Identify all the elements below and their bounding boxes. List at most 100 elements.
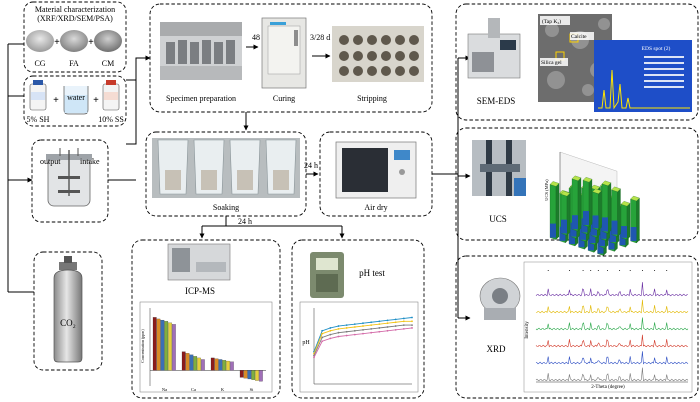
tests-connector: 24 h: [199, 216, 345, 239]
ucs-bar-top: [630, 195, 640, 202]
ph-point: [370, 331, 373, 334]
ucs-bar-base: [630, 227, 637, 241]
ph-point: [321, 329, 324, 332]
ph-test-label: pH test: [359, 268, 385, 278]
ucs-chart: UCS (MPa): [544, 151, 640, 256]
xrd-pattern-line: [535, 367, 689, 382]
ph-point: [411, 316, 413, 319]
ph-ylabel: pH: [302, 340, 310, 346]
xrd-peak-marker: •: [547, 268, 549, 273]
ph-point: [378, 330, 381, 333]
ucs-bar-top: [611, 186, 621, 192]
ucs-bar-base: [572, 215, 578, 230]
ph-point: [337, 328, 340, 330]
ph-point: [386, 322, 389, 325]
right-connectors: [432, 55, 471, 321]
ph-point: [345, 324, 348, 326]
ucs-ylabel: UCS (MPa): [544, 179, 549, 201]
ucs-bar-side: [577, 177, 582, 232]
stripping-label: Stripping: [357, 94, 387, 103]
icpms-category-label: Na: [162, 387, 167, 392]
icpms-bar: [255, 370, 259, 381]
icpms-bar: [197, 357, 201, 371]
gas-valve-icon: [59, 262, 77, 270]
xrd-pattern-line: [535, 317, 689, 331]
icpms-bar: [164, 321, 169, 371]
ph-point: [386, 319, 389, 322]
ucs-box: UCS UCS (MPa): [455, 127, 699, 256]
ucs-bar-top: [560, 191, 571, 197]
ucs-bar-side: [607, 182, 612, 234]
icpms-bar: [160, 319, 165, 371]
ph-point: [394, 325, 397, 327]
xrd-peak-marker: •: [666, 268, 668, 273]
tests-time-label: 24 h: [238, 217, 252, 226]
airdry-box: Air dry: [319, 131, 433, 217]
curing-label: Curing: [273, 94, 295, 103]
water-label: water: [67, 93, 85, 102]
silica-gel-label: Silica gel: [541, 60, 562, 66]
xrd-pattern-line: [535, 334, 689, 348]
ucs-bar-side: [626, 202, 631, 241]
ph-point: [386, 326, 389, 328]
ph-point: [329, 333, 332, 336]
ph-point: [337, 325, 340, 327]
cm-label: CM: [102, 59, 114, 68]
icpms-bar: [189, 354, 194, 371]
activator-solution-box: water + + 5% SH 10% SS: [23, 75, 127, 127]
ph-chart: pH: [302, 308, 413, 385]
ucs-bar-side: [636, 197, 640, 244]
ucs-bar-base: [550, 223, 556, 238]
ph-point: [329, 329, 332, 332]
calcite-label: Calcite: [571, 34, 587, 40]
ph-point: [321, 340, 324, 343]
ss-label: 10% SS: [98, 115, 124, 124]
icpms-category-label: Si: [250, 387, 255, 392]
sem-tag-label: (Tap K₂): [542, 18, 561, 25]
ucs-bar-top: [620, 201, 631, 207]
xrd-peak-marker: •: [582, 268, 584, 273]
ph-point: [353, 326, 356, 328]
ph-point: [370, 321, 373, 324]
co2-label: CO₂: [60, 318, 76, 328]
ph-point: [345, 330, 348, 333]
cg-sample-image: [26, 30, 54, 52]
preparation-box: Specimen preparation 48 h Curing 3/28 d …: [149, 3, 433, 113]
ph-point: [402, 324, 405, 326]
xrd-chart-frame: [523, 261, 693, 393]
sh-label: 5% SH: [27, 115, 50, 124]
ph-point: [394, 328, 397, 331]
ucs-bar-side: [555, 183, 560, 240]
xrd-pattern-line: [535, 299, 689, 314]
ph-point: [362, 322, 364, 325]
ph-point: [321, 332, 324, 335]
xrd-peak-marker: •: [598, 268, 600, 273]
ucs-bar-base: [611, 220, 618, 235]
ucs-bar-base: [602, 217, 608, 232]
icpms-bar: [201, 359, 205, 371]
soaking-label: Soaking: [213, 203, 239, 212]
icpms-bar: [152, 317, 157, 371]
ph-point: [362, 328, 364, 331]
ph-point: [402, 320, 405, 323]
xrd-box: XRD 2-Theta (degree) Intensity •••••••••…: [455, 255, 699, 399]
xrd-peak-marker: •: [607, 268, 609, 273]
ph-point: [378, 323, 381, 326]
sem-eds-box: SEM-EDS (Tap K₂) Calcite Silica gel EDS …: [455, 3, 699, 121]
icpms-bar: [210, 357, 215, 371]
left-connectors: [7, 43, 151, 293]
cm-sample-image: [94, 30, 122, 52]
xrd-label: XRD: [486, 344, 506, 354]
ph-point: [321, 336, 324, 339]
plus-sign: +: [54, 37, 60, 48]
icpms-bar: [226, 360, 230, 371]
ucs-bar-base: [621, 226, 627, 238]
xrd-ylabel: Intensity: [525, 321, 530, 339]
ph-point: [378, 320, 381, 323]
plus-sign: +: [53, 95, 59, 106]
xrd-xlabel: 2-Theta (degree): [591, 385, 625, 390]
ucs-bar-side: [566, 192, 571, 236]
icpms-bar: [247, 370, 252, 380]
